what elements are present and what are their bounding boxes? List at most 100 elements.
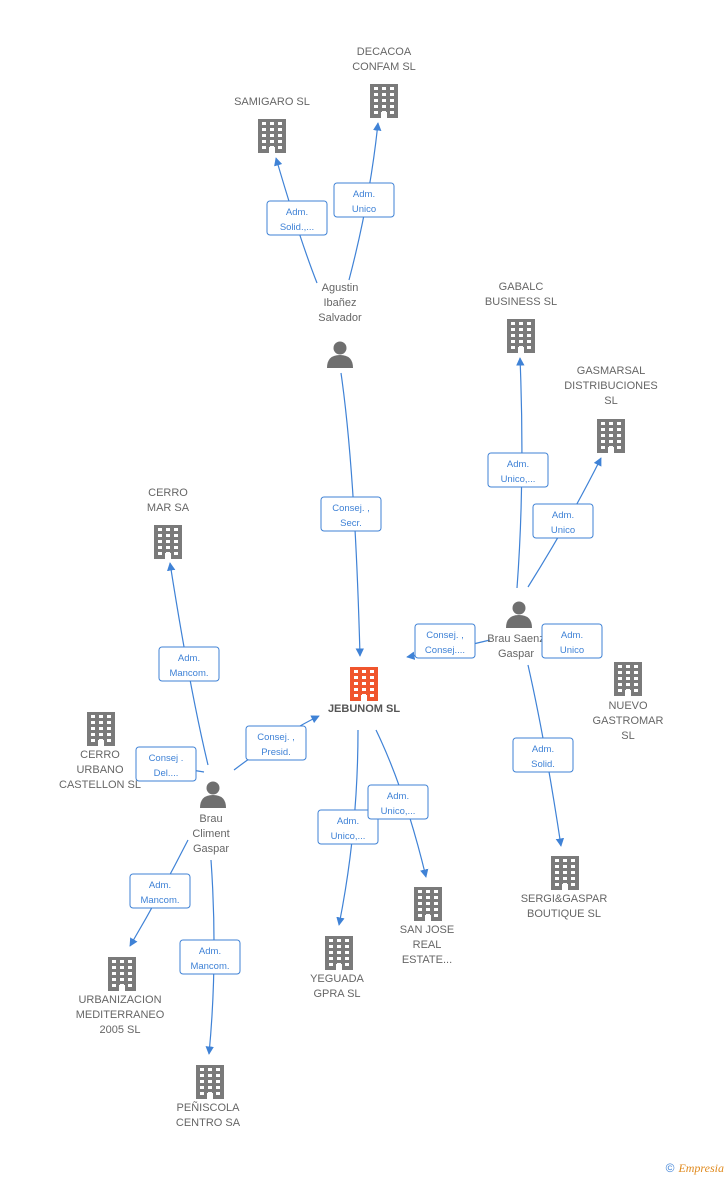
node-cerromar[interactable]: CERRO MAR SA [147,487,190,559]
building-icon [350,667,378,701]
edge-role-label[interactable]: Consej. ,Secr. [320,496,382,532]
person-icon [200,781,226,808]
node-label-yeguada: YEGUADA [310,973,364,985]
node-label-braucliment: Brau [199,813,222,825]
node-label-samigaro: SAMIGARO SL [234,96,310,108]
edge-role-text: Adm. [337,816,359,827]
edge-role-text: Consej.... [425,645,465,656]
edge-role-text: Unico,... [381,806,416,817]
building-icon [154,525,182,559]
node-label-urbanizacion: URBANIZACION [78,994,161,1006]
edge-role-text: Unico,... [331,831,366,842]
node-label-gasmarsal: DISTRIBUCIONES [564,380,658,392]
edge-role-label[interactable]: Adm.Unico,... [487,452,549,488]
brand-logo-text[interactable]: Empresia [678,1161,724,1175]
edge-role-text: Unico [352,204,376,215]
edge-role-text: Solid. [531,759,555,770]
footer-brand: ©Empresia [666,1161,724,1176]
building-icon [597,419,625,453]
node-label-decacoa: DECACOA [357,46,412,58]
edge-role-label[interactable]: Adm.Solid. [512,737,574,773]
node-label-cerrourbano: CASTELLON SL [59,779,141,791]
edge-role-text: Unico [551,525,575,536]
building-icon [325,936,353,970]
node-label-cerromar: MAR SA [147,502,190,514]
node-label-braucliment: Gaspar [193,843,229,855]
building-icon [87,712,115,746]
building-icon [108,957,136,991]
building-icon [551,856,579,890]
node-label-agustin: Salvador [318,312,362,324]
edge-role-label[interactable]: Consej. ,Presid. [245,725,307,761]
node-jebunom[interactable]: JEBUNOM SL [328,667,400,715]
node-label-nuevogastromar: GASTROMAR [593,715,664,727]
node-label-cerromar: CERRO [148,487,188,499]
node-label-gabalc: BUSINESS SL [485,296,557,308]
node-label-gasmarsal: GASMARSAL [577,365,645,377]
edge-role-label[interactable]: Adm. Mancom. [129,873,191,909]
edge-role-text: Unico,... [501,474,536,485]
node-label-gabalc: GABALC [499,281,544,293]
node-label-peniscola: PEÑISCOLA [177,1101,241,1114]
edge-role-text: Consej. , [426,630,464,641]
edge-role-label[interactable]: Adm.Unico [333,182,395,218]
edge-role-text: Adm. [286,207,308,218]
node-yeguada[interactable]: YEGUADA GPRA SL [310,936,365,1000]
node-label-urbanizacion: 2005 SL [100,1024,141,1036]
edge-role-text: Consej. , [257,732,295,743]
node-label-braucliment: Climent [192,828,229,840]
node-label-sanjose: SAN JOSE [400,924,454,936]
edge-role-label[interactable]: Adm.Solid.,... [266,200,328,236]
building-icon [258,119,286,153]
node-nuevogastromar[interactable]: NUEVO GASTROMAR SL [593,662,664,742]
node-label-urbanizacion: MEDITERRANEO [76,1009,165,1021]
edge-role-label[interactable]: Adm.Mancom. [179,939,241,975]
edge-role-text: Adm. [149,880,171,891]
node-label-jebunom: JEBUNOM SL [328,703,400,715]
edge-role-label[interactable]: Adm. Unico [532,503,594,539]
edge-role-text: Del.... [154,768,179,779]
node-label-nuevogastromar: SL [621,730,634,742]
edge-role-text: Consej. , [332,503,370,514]
edge-role-label[interactable]: Adm. Unico,... [317,809,379,845]
edge-role-text: Adm. [552,510,574,521]
copyright-icon: © [665,1161,675,1175]
edge-agustin-to-jebunom [340,372,364,657]
edge-role-text: Mancom. [190,961,229,972]
node-label-cerrourbano: CERRO [80,749,120,761]
node-label-agustin: Ibañez [323,297,356,309]
edge-role-label[interactable]: Consej. , Consej.... [414,623,476,659]
node-gabalc[interactable]: GABALC BUSINESS SL [485,281,557,353]
edge-role-label[interactable]: Adm. Unico,... [367,784,429,820]
building-icon [414,887,442,921]
node-label-nuevogastromar: NUEVO [608,700,648,712]
building-icon [614,662,642,696]
node-label-sergi: BOUTIQUE SL [527,908,601,920]
edge-role-text: Adm. [387,791,409,802]
edge-role-label[interactable]: Adm.Unico [541,623,603,659]
edge-role-text: Mancom. [140,895,179,906]
node-label-brausaenz: Brau Saenz [487,633,544,645]
edge-role-text: Unico [560,645,584,656]
person-icon [506,601,532,628]
node-label-yeguada: GPRA SL [313,988,360,1000]
edge-role-text: Mancom. [169,668,208,679]
edge-role-text: Consej . [149,753,184,764]
edge-role-label[interactable]: Adm.Mancom. [158,646,220,682]
edge-role-label[interactable]: Consej . Del.... [135,746,197,782]
node-urbanizacion[interactable]: URBANIZACION MEDITERRANEO 2005 SL [76,957,165,1036]
building-icon [196,1065,224,1099]
node-samigaro[interactable]: SAMIGARO SL [234,96,310,153]
node-sanjose[interactable]: SAN JOSEREALESTATE... [400,887,454,966]
node-label-sanjose: ESTATE... [402,954,452,966]
